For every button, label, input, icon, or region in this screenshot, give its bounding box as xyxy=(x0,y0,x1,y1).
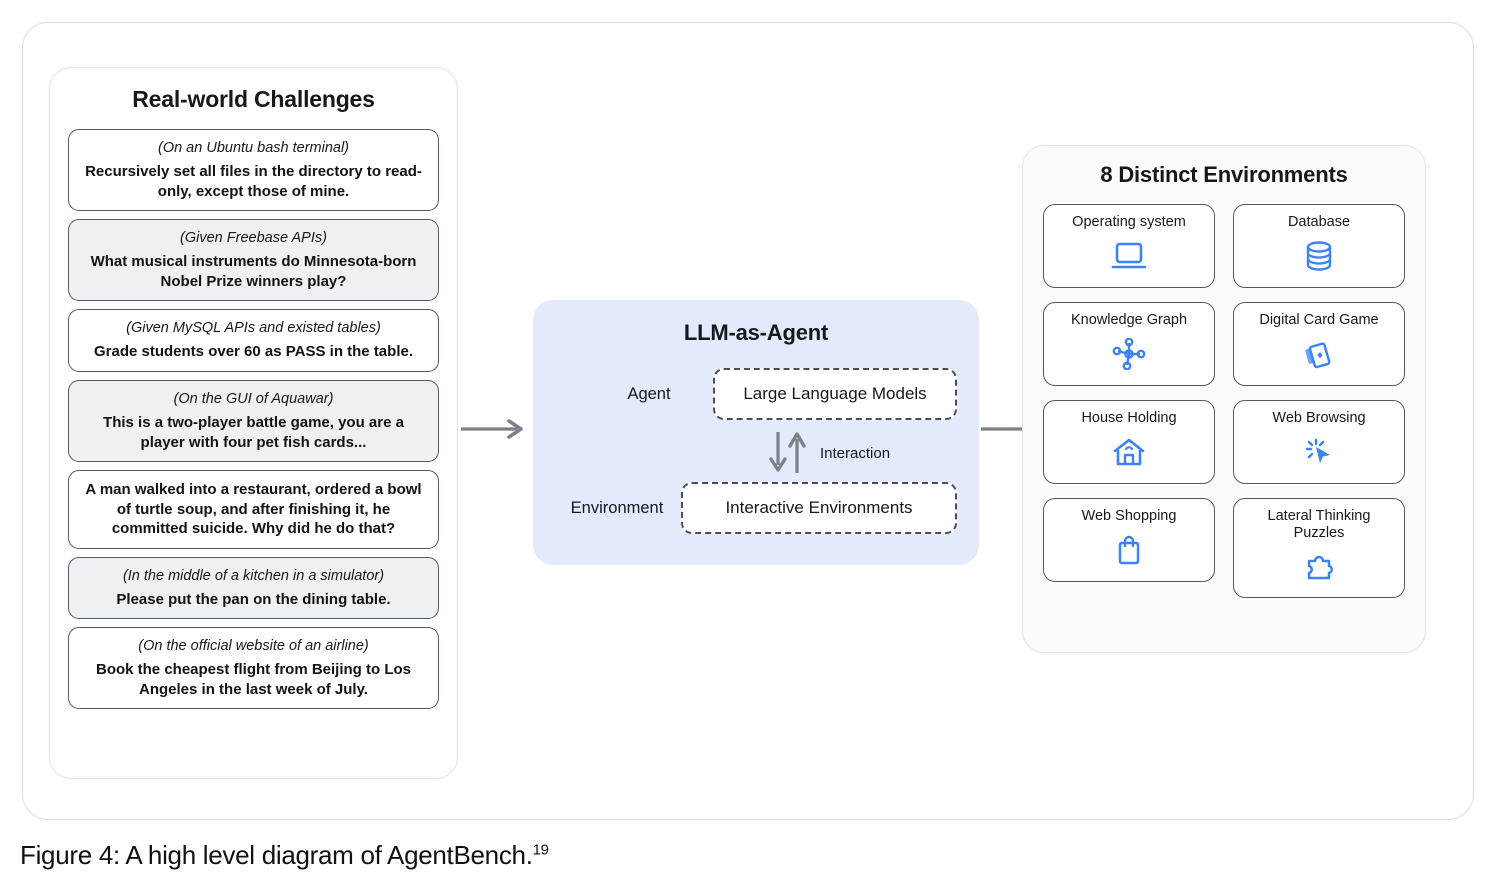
puzzle-piece-icon xyxy=(1301,549,1337,587)
challenge-text: What musical instruments do Minnesota-bo… xyxy=(90,253,417,290)
environments-title: 8 Distinct Environments xyxy=(1100,162,1348,187)
env-card-knowledge-graph[interactable]: Knowledge Graph xyxy=(1043,302,1215,386)
env-card-web-shopping[interactable]: Web Shopping xyxy=(1043,498,1215,582)
env-card-web-browsing[interactable]: Web Browsing xyxy=(1233,400,1405,484)
challenge-text: Grade students over 60 as PASS in the ta… xyxy=(94,343,413,361)
challenge-text: Recursively set all files in the directo… xyxy=(85,163,422,200)
environments-grid: Operating system Database Knowledge xyxy=(1043,204,1405,598)
challenge-context: (Given MySQL APIs and existed tables) xyxy=(126,320,381,337)
interactive-environments-box[interactable]: Interactive Environments xyxy=(681,482,957,534)
interaction-arrows-icon xyxy=(769,432,806,473)
database-icon xyxy=(1303,237,1335,275)
env-card-digital-card-game[interactable]: Digital Card Game xyxy=(1233,302,1405,386)
challenge-context: (In the middle of a kitchen in a simulat… xyxy=(122,567,385,584)
challenge-card[interactable]: (On the official website of an airline) … xyxy=(68,627,439,710)
env-card-label: Web Shopping xyxy=(1081,508,1177,524)
challenge-text: Please put the pan on the dining table. xyxy=(116,590,391,608)
challenge-card[interactable]: (Given MySQL APIs and existed tables) Gr… xyxy=(68,309,439,372)
challenge-text: A man walked into a restaurant, ordered … xyxy=(85,481,422,537)
env-card-label: Lateral Thinking Puzzles xyxy=(1267,508,1371,542)
playing-cards-icon xyxy=(1302,335,1336,373)
challenge-context: (On an Ubuntu bash terminal) xyxy=(157,140,349,156)
challenge-card[interactable]: (In the middle of a kitchen in a simulat… xyxy=(68,556,439,620)
env-card-label: House Holding xyxy=(1081,410,1177,426)
interaction-label: Interaction xyxy=(820,444,891,462)
caption-footnote: 19 xyxy=(532,841,549,859)
challenge-card[interactable]: (On the GUI of Aquawar) This is a two-pl… xyxy=(68,379,439,462)
llm-as-agent-panel: LLM-as-Agent Agent Large Language Models… xyxy=(533,300,979,565)
env-card-label: Knowledge Graph xyxy=(1070,312,1188,328)
agent-panel-title: LLM-as-Agent xyxy=(683,320,829,345)
knowledge-graph-icon xyxy=(1112,335,1146,373)
env-card-database[interactable]: Database xyxy=(1233,204,1405,288)
real-world-challenges-panel: Real-world Challenges (On an Ubuntu bash… xyxy=(49,67,458,779)
cursor-click-icon xyxy=(1303,433,1335,471)
challenge-context: (On the GUI of Aquawar) xyxy=(173,390,334,407)
arrow-challenges-to-agent xyxy=(461,419,523,439)
env-card-label: Digital Card Game xyxy=(1259,312,1379,328)
env-card-operating-system[interactable]: Operating system xyxy=(1043,204,1215,288)
figure-caption: Figure 4: A high level diagram of AgentB… xyxy=(20,840,549,871)
agent-row: Agent Large Language Models xyxy=(585,368,957,420)
env-card-label: Operating system xyxy=(1072,214,1186,230)
challenges-title: Real-world Challenges xyxy=(132,86,375,112)
laptop-icon xyxy=(1111,237,1147,275)
large-language-models-box[interactable]: Large Language Models xyxy=(713,368,957,420)
house-icon xyxy=(1112,433,1146,471)
distinct-environments-panel: 8 Distinct Environments Operating system… xyxy=(1022,145,1426,653)
env-card-house-holding[interactable]: House Holding xyxy=(1043,400,1215,484)
env-card-label: Database xyxy=(1287,214,1351,230)
interaction-zone: Interaction xyxy=(765,428,965,478)
challenge-card[interactable]: (Given Freebase APIs) What musical instr… xyxy=(68,219,439,302)
challenge-text: This is a two-player battle game, you ar… xyxy=(103,414,404,451)
challenge-card[interactable]: (On an Ubuntu bash terminal) Recursively… xyxy=(68,129,439,212)
environment-row-label: Environment xyxy=(570,498,664,517)
env-card-lateral-thinking-puzzles[interactable]: Lateral Thinking Puzzles xyxy=(1233,498,1405,598)
challenge-card-list: (On an Ubuntu bash terminal) Recursively… xyxy=(68,129,439,710)
challenge-text: Book the cheapest flight from Beijing to… xyxy=(95,661,411,698)
caption-text: Figure 4: A high level diagram of AgentB… xyxy=(20,840,533,870)
agent-row-label: Agent xyxy=(627,384,671,403)
shopping-bag-icon xyxy=(1115,531,1143,569)
challenge-context: (Given Freebase APIs) xyxy=(180,230,327,247)
challenge-context: (On the official website of an airline) xyxy=(138,638,369,655)
environment-row: Environment Interactive Environments xyxy=(553,482,957,534)
challenge-card[interactable]: A man walked into a restaurant, ordered … xyxy=(68,470,439,549)
env-card-label: Web Browsing xyxy=(1272,410,1366,426)
